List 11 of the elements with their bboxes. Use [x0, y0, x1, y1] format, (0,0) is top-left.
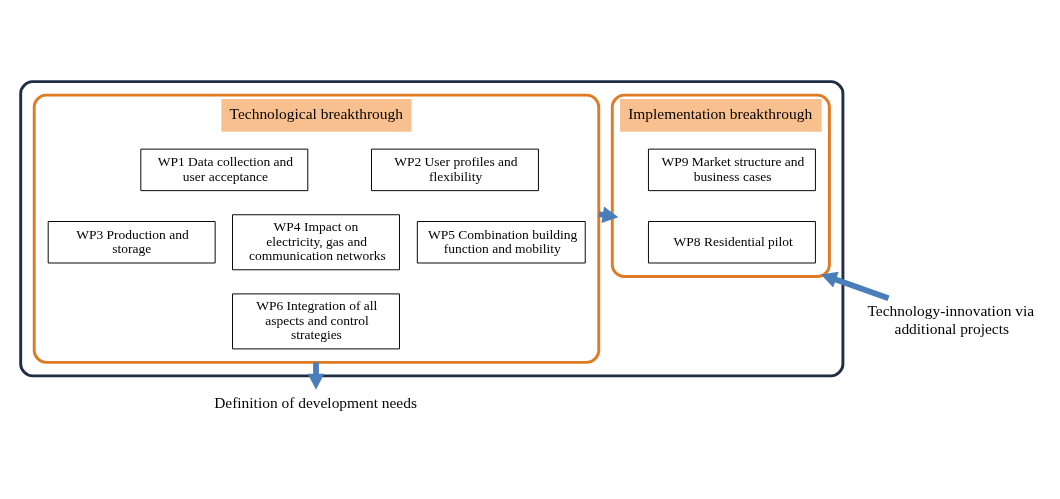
node-box: WP9 Market structure and business cases	[647, 148, 816, 192]
arrow	[820, 271, 890, 301]
node-box: WP8 Residential pilot	[647, 221, 816, 264]
node-text: Definition of development needs	[214, 394, 417, 412]
node-box: WP1 Data collection and user acceptance	[140, 148, 309, 192]
node-box: WP4 Impact on electricity, gas and communication networks	[232, 214, 400, 271]
edge-label: Technology-innovation via additional projects	[867, 302, 1035, 337]
node-box: WP3 Production and storage	[47, 221, 216, 264]
node-box: WP6 Integration of all aspects and control strategies	[232, 293, 400, 350]
node-box: WP5 Combination building function and mobility	[416, 221, 586, 264]
node-box: WP2 User profiles and flexibility	[371, 148, 539, 192]
